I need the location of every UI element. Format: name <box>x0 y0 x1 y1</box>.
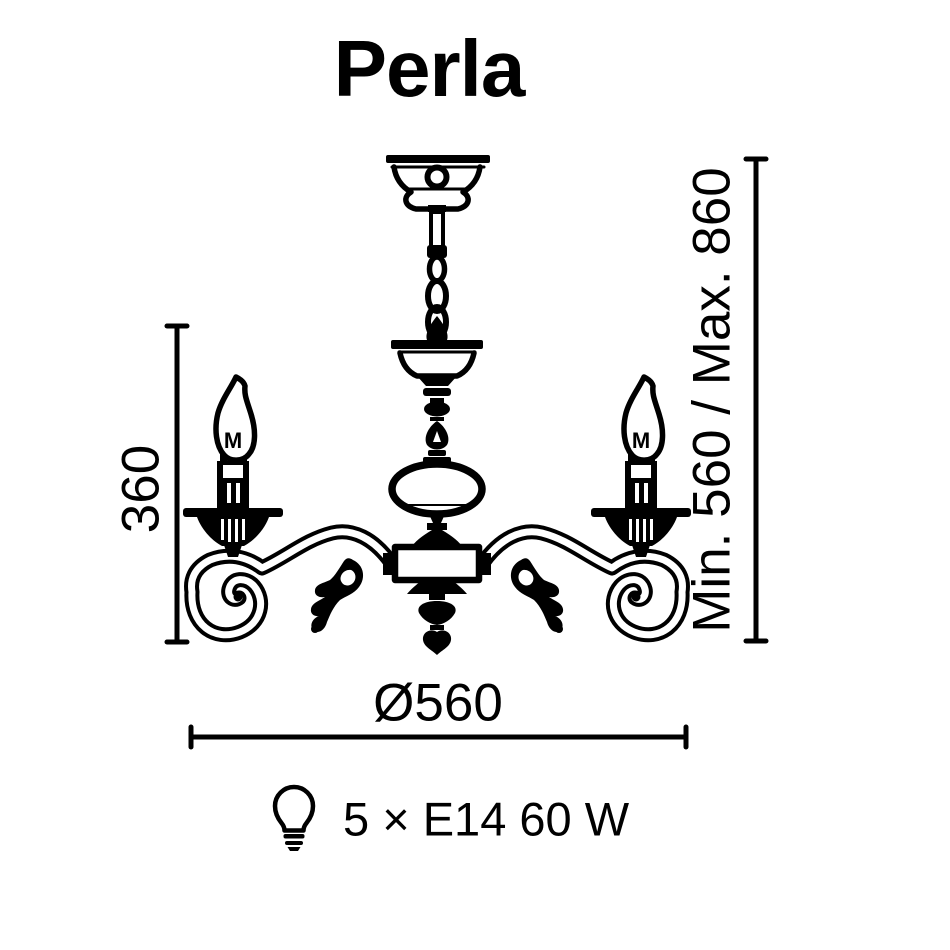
diameter-label: Ø560 <box>373 673 503 733</box>
heart-finial <box>422 630 452 655</box>
fixture-height-label: 360 <box>111 444 171 534</box>
product-title: Perla <box>333 24 526 113</box>
suspension-chain <box>425 254 449 342</box>
light-bulb-icon <box>272 784 316 851</box>
suspension-range-label: Min. 560 / Max. 860 <box>682 167 742 633</box>
height-dimension-line <box>164 323 190 645</box>
suspension-dimension-line <box>743 156 769 644</box>
acanthus-leaf-ornament <box>310 558 364 633</box>
candle-flame-bulb <box>213 374 258 463</box>
candle-holder: M <box>183 374 283 557</box>
diameter-dimension-line <box>188 724 689 750</box>
lamp-spec-text: 5 × E14 60 W <box>343 792 630 846</box>
upper-bell-and-stem <box>391 340 483 464</box>
scroll-arm-right <box>482 532 682 635</box>
bulb-marking: M <box>224 428 242 453</box>
center-body <box>383 460 491 655</box>
candle-holder-right <box>591 377 691 557</box>
ceiling-canopy <box>386 155 490 258</box>
scroll-arm <box>184 524 400 643</box>
